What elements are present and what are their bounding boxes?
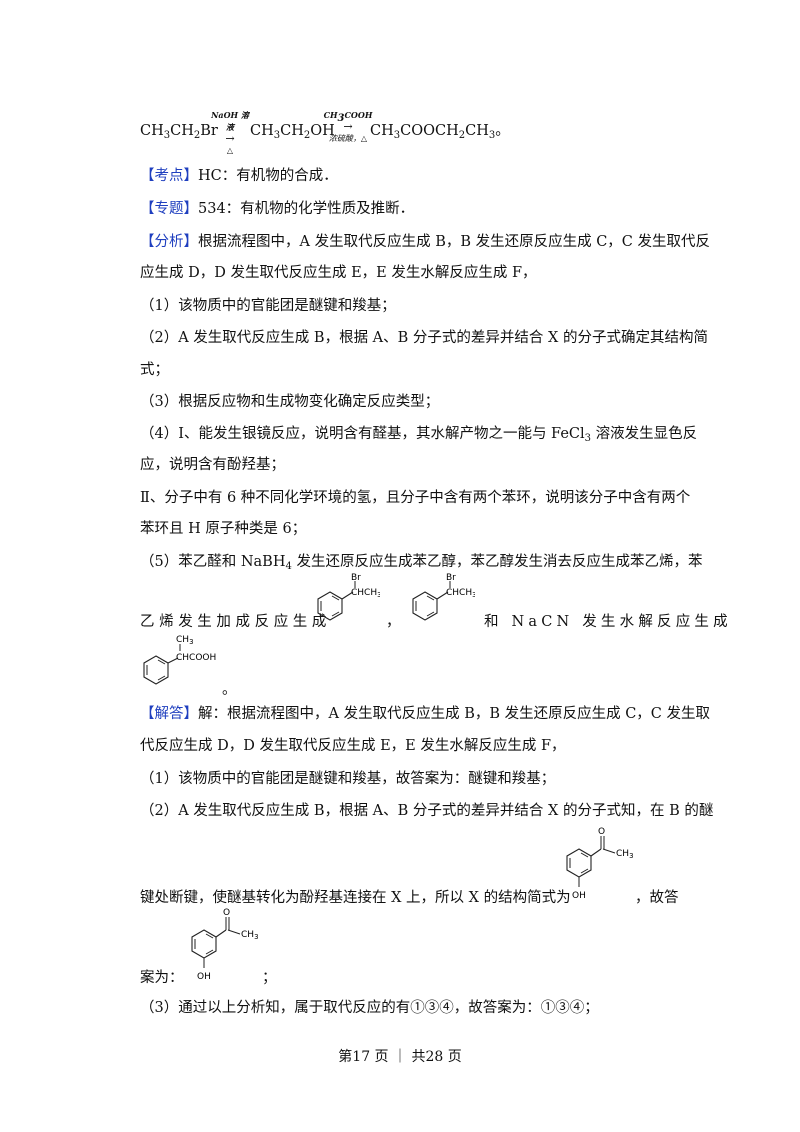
jieda-point-2a: （2）A 发生取代反应生成 B，根据 A、B 分子式的差异并结合 X 的分子式知… [140,803,714,819]
fenxi-point-2a: （2）A 发生取代反应生成 B，根据 A、B 分子式的差异并结合 X 的分子式确… [140,330,708,346]
p4a-subscript: 3 [584,433,592,444]
zhuanti-line: 【专题】534：有机物的化学性质及推断． [140,199,414,219]
p4a-text: （4）Ⅰ、能发生银镜反应，说明含有醛基，其水解产物之一能与 FeCl [140,426,585,442]
jieda-point-2b-end: ，故答 [635,890,679,906]
bromoethylbenzene-structure-1: Br CHCH3 [317,573,380,621]
jieda-point-2c: 案为： [140,970,184,986]
arrow2-reagent: CH3COOH [323,110,373,124]
reaction-arrow-1: NaOH 溶液 → △ [208,109,252,157]
chcooh-label: CHCOOH [176,653,216,663]
x1-o-label: O [598,827,605,837]
p5a-text-end: 发生还原反应生成苯乙醇，苯乙醇发生消去反应生成苯乙烯，苯 [291,554,703,570]
product-2: CH3COOCH2CH3。 [370,123,510,141]
zhuanti-text: 534：有机物的化学性质及推断． [198,201,415,217]
zhuanti-tag: 【专题】 [140,201,198,217]
fenxi-point-4b: 应，说明含有酚羟基； [140,457,285,473]
p5a-text: （5）苯乙醛和 NaBH [140,554,286,570]
phenylpropanoic-acid-structure: CH3 CHCOOH [143,635,216,685]
br-label-2: Br [446,573,456,583]
p5a-subscript: 4 [285,561,292,572]
fenxi-text-1: 根据流程图中，A 发生取代反应生成 B，B 发生还原反应生成 C，C 发生取代反 [198,234,711,250]
p5b-separator: ， [386,614,401,630]
bromoethylbenzene-structure-2: Br CHCH3 [412,573,475,621]
fenxi-point-5a: （5）苯乙醛和 NaBH4 发生还原反应生成苯乙醇，苯乙醇发生消去反应生成苯乙烯… [140,552,702,572]
p5b-text: 乙烯发生加成反应生成 [140,614,331,630]
arrow2-icon: → [343,120,353,133]
p2b-text: 键处断键，使醚基转化为酚羟基连接在 X 上，所以 X 的结构简式为 [140,890,571,906]
fenxi-point-3: （3）根据反应物和生成物变化确定反应类型； [140,394,440,410]
jieda-line-1: 【解答】解：根据流程图中，A 发生取代反应生成 B，B 发生还原反应生成 C，C… [140,704,710,724]
page-footer: 第17 页 ｜ 共28 页 [338,1049,462,1065]
br-label-1: Br [351,573,361,583]
fenxi-point-4c: Ⅱ、分子中有 6 种不同化学环境的氢，且分子中含有两个苯环，说明该分子中含有两个 [140,490,691,506]
p4a-text-end: 溶液发生显色反 [591,426,698,442]
kaodian-text: HC：有机物的合成． [198,168,338,184]
kaodian-line: 【考点】HC：有机物的合成． [140,166,338,186]
fenxi-line-2: 应生成 D，D 发生取代反应生成 E，E 发生水解反应生成 F， [140,265,537,281]
arrow1-icon: → [225,132,235,145]
ch3-label: CH3 [176,635,194,646]
jieda-point-2b: 键处断键，使醚基转化为酚羟基连接在 X 上，所以 X 的结构简式为 [140,888,571,908]
jieda-text-1: 解：根据流程图中，A 发生取代反应生成 B，B 发生还原反应生成 C，C 发生取 [198,706,711,722]
fenxi-point-5c-end: 。 [222,682,237,698]
x2-ch3-label: CH3 [241,930,259,941]
reaction-equation: CH3CH2Br [140,121,218,141]
jieda-point-2c-end: ； [262,970,277,986]
arrow1-reagent: NaOH 溶液 [211,110,249,132]
arrow1-condition: △ [226,146,234,155]
jieda-point-3: （3）通过以上分析知，属于取代反应的有①③④，故答案为：①③④； [140,1000,599,1016]
fenxi-line-1: 【分析】根据流程图中，A 发生取代反应生成 B，B 发生还原反应生成 C，C 发… [140,232,710,252]
chch3-label-1: CHCH3 [351,588,380,599]
jieda-point-1: （1）该物质中的官能团是醚键和羧基，故答案为：醚键和羧基； [140,771,556,787]
chch3-label-2: CHCH3 [446,588,475,599]
kaodian-tag: 【考点】 [140,168,198,184]
reaction-arrow-2: CH3COOH → 浓硫酸，△ [318,109,378,145]
fenxi-point-1: （1）该物质中的官能团是醚键和羧基； [140,298,396,314]
fenxi-point-4a: （4）Ⅰ、能发生银镜反应，说明含有醛基，其水解产物之一能与 FeCl3 溶液发生… [140,424,697,444]
x1-oh-label: OH [572,891,586,901]
fenxi-point-2b: 式； [140,362,169,378]
p5b-text-end: 和 NaCN 发生水解反应生成 [484,614,732,630]
product-1: CH3CH2OH [250,123,335,141]
x2-o-label: O [223,908,230,918]
arrow2-condition: 浓硫酸，△ [328,134,368,143]
reactant: CH3CH2Br [140,123,218,141]
jieda-line-2: 代反应生成 D，D 发生取代反应生成 E，E 发生水解反应生成 F， [140,738,566,754]
fenxi-point-5b-post: 和 NaCN 发生水解反应生成 [484,612,732,632]
jieda-tag: 【解答】 [140,706,198,722]
x-structure-1: O CH3 OH [566,827,634,901]
fenxi-point-4d: 苯环且 H 原子种类是 6； [140,521,307,537]
x2-oh-label: OH [197,972,211,982]
x-structure-2: O CH3 OH [191,908,259,982]
fenxi-point-5b-pre: 乙烯发生加成反应生成 [140,612,331,632]
fenxi-tag: 【分析】 [140,234,198,250]
x1-ch3-label: CH3 [616,849,634,860]
